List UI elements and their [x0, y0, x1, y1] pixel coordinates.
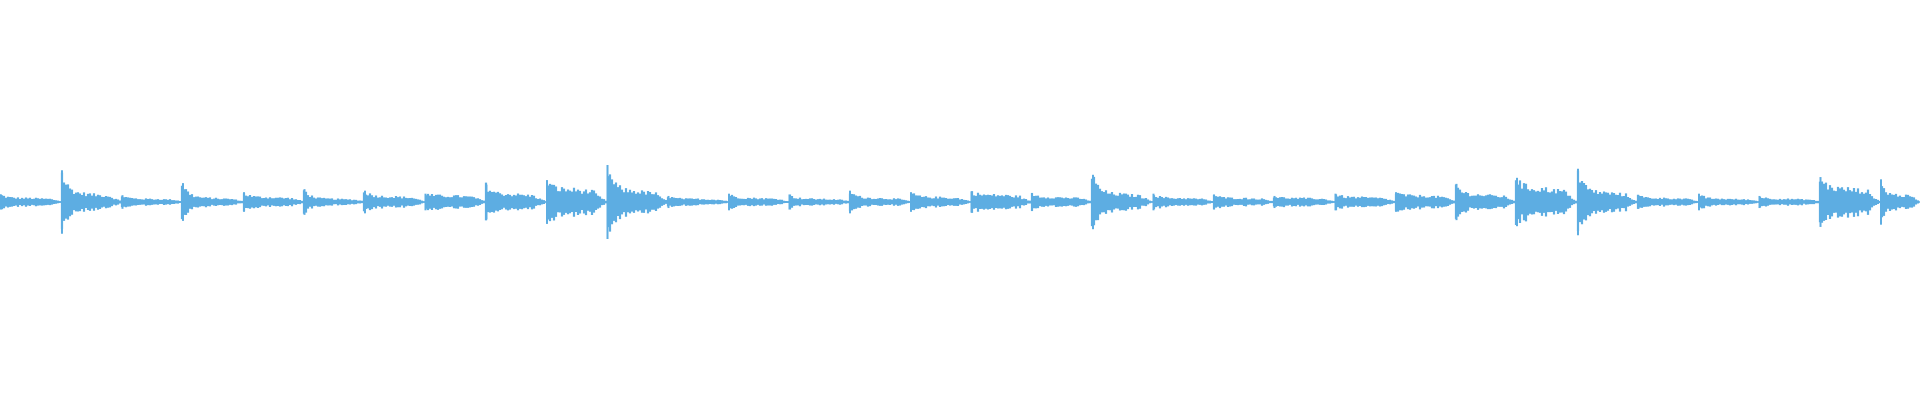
waveform-bars — [0, 164, 1920, 240]
waveform-envelope — [0, 170, 1920, 232]
